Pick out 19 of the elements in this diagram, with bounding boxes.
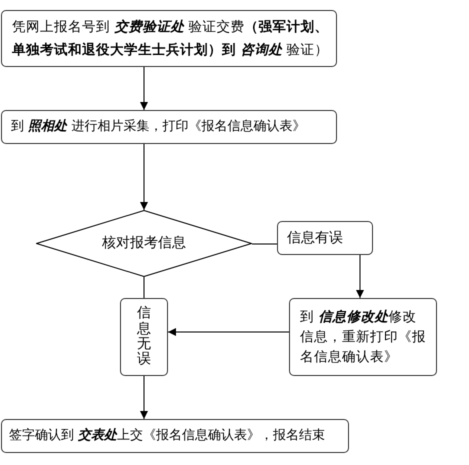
process-box	[277, 221, 373, 255]
status-text: 信息有误	[287, 228, 343, 248]
step-text: 签字确认到 交表处上交《报名信息确认表》，报名结束	[9, 426, 326, 446]
arrow	[168, 328, 290, 336]
process-box	[1, 110, 337, 144]
status-text: 信息无误	[137, 306, 151, 368]
process-box	[1, 419, 349, 453]
arrow	[356, 254, 364, 298]
step-text: 到 照相处 进行相片采集，打印《报名信息确认表》	[11, 118, 306, 136]
decision-diamond	[36, 210, 252, 277]
arrow	[140, 376, 148, 420]
process-box	[1, 10, 337, 67]
arrow	[140, 66, 148, 110]
decision-text: 核对报考信息	[102, 234, 186, 253]
process-box	[289, 298, 437, 376]
step-text: 到 信息修改处修改信息，重新打印《报名信息确认表》	[300, 308, 427, 368]
process-box	[120, 298, 168, 376]
arrow	[140, 144, 148, 210]
step-text: 凭网上报名号到 交费验证处 验证交费（强军计划、单独考试和退役大学生士兵计划）到 咨询处 验证）	[12, 18, 330, 60]
